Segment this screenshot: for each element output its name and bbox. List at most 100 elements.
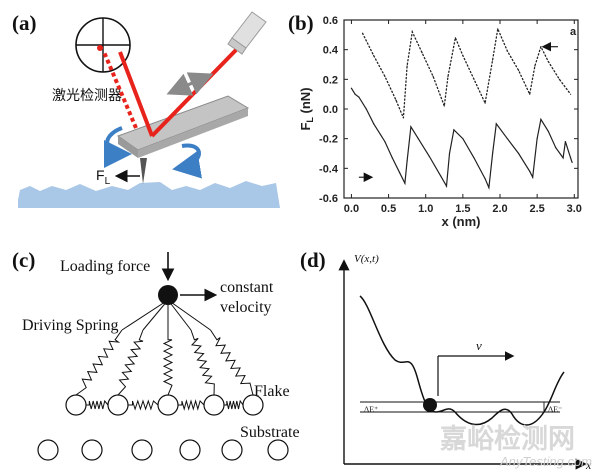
series-1-point bbox=[421, 52, 423, 54]
series-2-point bbox=[532, 176, 534, 178]
sample-surface bbox=[18, 181, 280, 208]
y-tick-label: 0.2 bbox=[323, 74, 338, 86]
series-2-point bbox=[428, 155, 430, 158]
loading-force-label: Loading force bbox=[60, 258, 150, 275]
detector-label: 激光检测器 bbox=[52, 87, 122, 104]
flake-label: Flake bbox=[254, 383, 290, 400]
series-1-point bbox=[395, 99, 397, 101]
y-tick-label: -0.6 bbox=[319, 193, 338, 205]
series-2-point bbox=[404, 182, 406, 184]
series-1-point bbox=[497, 28, 499, 30]
x-axis-title: x (nm) bbox=[442, 214, 481, 229]
scan-direction-arrow bbox=[166, 72, 214, 96]
torsion-arrow-right-icon bbox=[172, 143, 203, 179]
spring-lead bbox=[121, 299, 169, 331]
series-2-point bbox=[562, 157, 564, 159]
series-1-point bbox=[558, 78, 561, 80]
series-1-point bbox=[570, 93, 572, 95]
panel-a-label: (a) bbox=[12, 11, 37, 35]
spring-lead bbox=[142, 299, 169, 331]
panel-b-label: (b) bbox=[288, 11, 314, 35]
y-tick-label: -0.2 bbox=[319, 134, 338, 146]
series-2-point bbox=[417, 138, 419, 140]
substrate-atom bbox=[81, 439, 103, 461]
series-2-point bbox=[484, 178, 486, 180]
series-1-point bbox=[473, 78, 475, 80]
series-1-point bbox=[462, 55, 464, 57]
series-2-point bbox=[384, 141, 386, 143]
cantilever bbox=[116, 95, 250, 184]
x-tick-label: 3.0 bbox=[567, 203, 582, 215]
delta-e-plus-label: ΔE⁺ bbox=[364, 405, 378, 414]
substrate-atom bbox=[179, 439, 201, 461]
flake-spring bbox=[128, 399, 159, 411]
laser-source-icon bbox=[227, 11, 267, 55]
position-axis-label: x bbox=[585, 458, 592, 472]
atoms bbox=[37, 394, 289, 461]
panel-c-label: (c) bbox=[12, 248, 35, 272]
x-tick-label: 2.5 bbox=[529, 203, 544, 215]
substrate-atom bbox=[267, 439, 289, 461]
x-tick-label: 2.0 bbox=[492, 203, 507, 215]
x-tick-label: 1.5 bbox=[455, 203, 470, 215]
series-2-point bbox=[391, 157, 393, 159]
flake-spring bbox=[178, 399, 205, 411]
series-2-point bbox=[406, 160, 408, 162]
flake-atom bbox=[65, 394, 87, 416]
series-2-point bbox=[410, 126, 412, 128]
series-1-point bbox=[362, 32, 364, 35]
series-a-label: a bbox=[570, 26, 577, 38]
laser-reflected-beam bbox=[118, 51, 154, 137]
panel-d: (d) V(x,t) x ΔE⁺ ΔE⁻ v 嘉峪检测网 AnyTesting.… bbox=[300, 248, 592, 472]
series-2-point bbox=[540, 118, 542, 120]
series-1-point bbox=[384, 75, 386, 77]
series-2-point bbox=[358, 96, 360, 98]
series-2-point bbox=[495, 123, 497, 125]
driving-spring bbox=[117, 329, 144, 396]
watermark-cn: 嘉峪检测网 bbox=[440, 423, 575, 455]
series-1-point bbox=[447, 75, 449, 77]
series-1-point bbox=[547, 60, 549, 63]
flake-spring bbox=[224, 399, 244, 410]
series-1-point bbox=[540, 46, 542, 48]
series-1-point bbox=[373, 55, 375, 57]
series-2-point bbox=[536, 138, 538, 140]
series-2-point bbox=[571, 161, 573, 163]
series-2-point bbox=[373, 123, 375, 125]
driving-spring bbox=[190, 329, 215, 396]
driving-spring bbox=[210, 329, 254, 396]
series-1-point bbox=[432, 75, 434, 77]
detector-icon bbox=[75, 17, 131, 73]
series-2-point bbox=[492, 152, 494, 155]
driving-spring-label: Driving Spring bbox=[22, 317, 118, 334]
driver-bead bbox=[158, 285, 178, 305]
series-2-point bbox=[453, 129, 455, 131]
series-2-point bbox=[399, 172, 401, 174]
substrate-atom bbox=[131, 439, 153, 461]
particle bbox=[423, 398, 437, 412]
series-1-point bbox=[529, 93, 531, 95]
series-2-point bbox=[570, 157, 572, 159]
panel-c: (c) Loading force constant velocity Driv… bbox=[12, 248, 300, 461]
series-2-point bbox=[473, 157, 475, 159]
flake-atom bbox=[107, 394, 129, 416]
panel-a: (a) 激光检测器 bbox=[12, 11, 280, 208]
driving-spring bbox=[162, 330, 174, 396]
series-2-point bbox=[518, 152, 520, 155]
x-tick-label: 0.5 bbox=[381, 203, 396, 215]
series-2-point bbox=[488, 187, 490, 189]
delta-e-minus-label: ΔE⁻ bbox=[548, 405, 562, 414]
series-2-point bbox=[555, 147, 557, 149]
watermark-en: AnyTesting.com bbox=[499, 454, 592, 469]
substrate-label: Substrate bbox=[240, 424, 300, 441]
series-1-point bbox=[443, 105, 445, 107]
y-axis-title: FL (nN) bbox=[298, 87, 315, 130]
series-1-point bbox=[484, 102, 486, 104]
series-2-point bbox=[365, 108, 367, 110]
driving-springs bbox=[75, 299, 254, 411]
panel-d-label: (d) bbox=[300, 248, 326, 272]
series-1-point bbox=[506, 50, 508, 52]
constant-label: constant bbox=[220, 279, 274, 296]
